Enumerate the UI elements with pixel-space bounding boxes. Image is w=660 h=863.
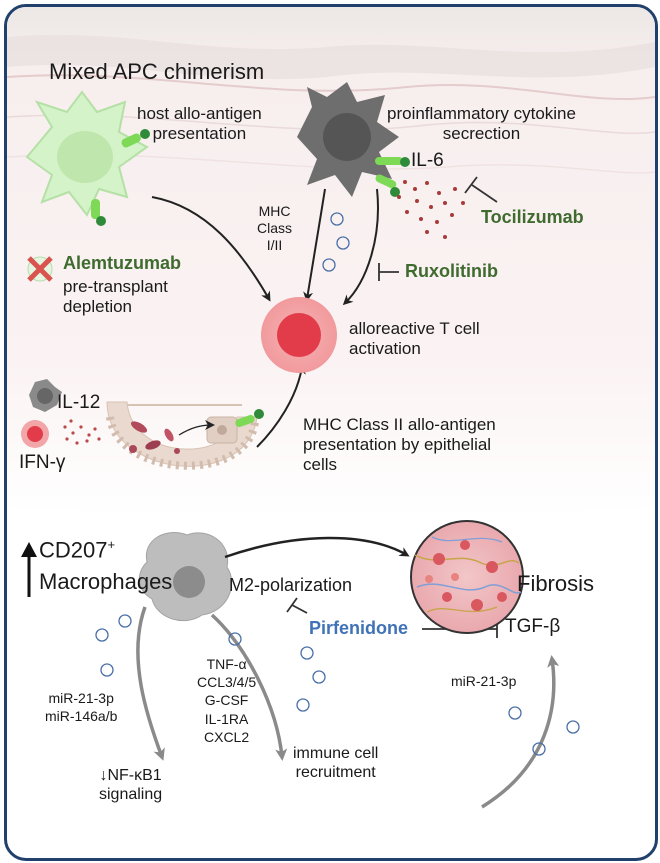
il12-label: IL-12 <box>57 392 101 413</box>
arrow-cytokine-to-tcell <box>342 188 379 306</box>
il6-dots <box>397 180 465 239</box>
arrow-mir-to-tgfb <box>481 655 560 809</box>
depleted-cell-icon <box>27 256 53 282</box>
arrow-to-recruitment <box>210 613 288 761</box>
cytokine-circles <box>322 212 350 272</box>
fibrosis-tissue <box>410 520 524 634</box>
tissue-background <box>7 7 655 517</box>
tocilizumab-label: Tocilizumab <box>481 207 584 227</box>
macrophages-label: Macrophages <box>39 569 173 594</box>
cd207-superscript: + <box>107 537 116 552</box>
ifng-cell <box>21 420 49 448</box>
gut-bacteria <box>129 421 180 454</box>
cd207-up-arrow <box>21 542 37 597</box>
fibrosis-label: Fibrosis <box>517 571 595 596</box>
host-apc-cell <box>25 90 150 226</box>
arrow-macrophage-to-fibrosis <box>224 536 410 559</box>
inhibitor-pirfenidone-m2 <box>286 597 308 614</box>
il6-label: IL-6 <box>411 150 444 171</box>
cd207-label: CD207+ <box>39 537 116 563</box>
mir-right-label: miR-21-3p <box>451 673 517 689</box>
arrow-bacteria-to-epithelium <box>178 420 215 436</box>
mirna-circles <box>95 614 580 756</box>
tgfb-label: TGF-β <box>505 616 561 637</box>
arrow-mhc-to-tcell <box>303 188 326 302</box>
down-arrow-icon: ↓ <box>99 767 108 784</box>
il12-cell <box>29 379 62 412</box>
section-title: Mixed APC chimerism <box>49 59 265 84</box>
t-cell <box>261 297 337 373</box>
arrow-to-nfkb <box>136 606 165 761</box>
alemtuzumab-label: Alemtuzumab <box>63 253 182 273</box>
pirfenidone-label: Pirfenidone <box>309 618 409 638</box>
tissue-line <box>7 114 655 135</box>
ifng-label: IFN-γ <box>19 452 66 473</box>
arrow-epithelial-to-tcell <box>256 364 306 448</box>
diagram-graphics <box>7 7 655 809</box>
recipient-apc-cell <box>297 82 410 197</box>
inhibitor-tocilizumab <box>464 176 498 203</box>
ruxolitinib-label: Ruxolitinib <box>405 261 498 281</box>
il12-dots <box>63 419 101 445</box>
nfkb-label: ↓NF-κB1 signaling <box>99 767 163 803</box>
macrophage-cell <box>138 532 233 622</box>
m2-polarization-label: M2-polarization <box>229 575 353 595</box>
tissue-layer <box>7 34 655 80</box>
tissue-line <box>7 74 655 101</box>
inhibitor-ruxolitinib <box>378 263 399 281</box>
arrow-host-to-tcell <box>151 196 271 302</box>
